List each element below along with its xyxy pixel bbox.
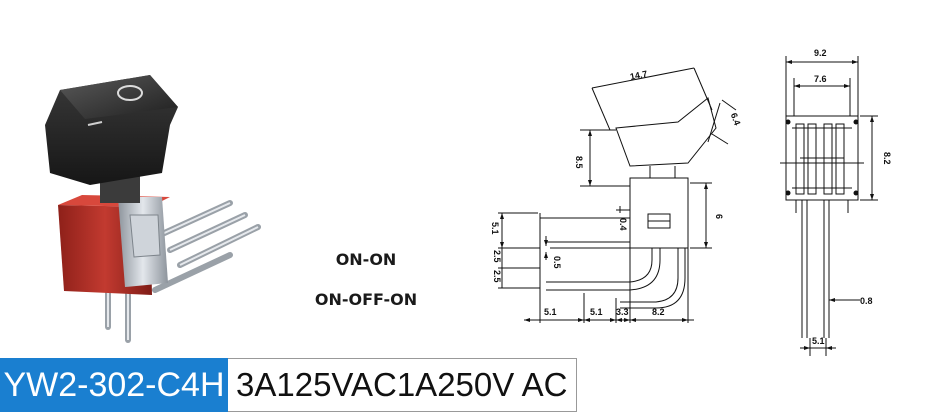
dim-label: 6 (714, 214, 724, 219)
dim-label: 0.5 (552, 256, 562, 269)
product-photo (30, 55, 270, 345)
dim-label: 6.4 (729, 112, 743, 127)
dim-label: 2.5 (492, 270, 502, 283)
product-label-bar: YW2-302-C4H 3A125VAC1A250V AC (0, 358, 577, 412)
rocker-switch-illustration (45, 75, 261, 343)
off-symbol-icon (87, 121, 103, 126)
dim-label: 5.1 (812, 336, 825, 346)
dim-label: 3.3 (616, 307, 629, 317)
side-actuator-outline (615, 97, 717, 167)
technical-drawing: 14.7 6.4 8.5 6 0.4 5.1 2.5 0.5 2.5 5.1 5… (480, 38, 900, 368)
dim-label: 9.2 (814, 48, 827, 58)
dim-label: 7.6 (814, 74, 827, 84)
dim-label: 2.5 (492, 250, 502, 263)
dim-label: 8.5 (574, 156, 584, 169)
mode-label: ON-OFF-ON (314, 290, 418, 309)
dim-label: 14.7 (629, 69, 648, 82)
on-symbol-icon (117, 85, 143, 101)
model-number: YW2-302-C4H (0, 358, 228, 412)
dim-label: 5.1 (544, 307, 557, 317)
dim-label: 5.1 (490, 222, 500, 235)
dim-label: 5.1 (590, 307, 603, 317)
front-view (780, 56, 878, 356)
mode-label: ON-ON (335, 250, 397, 269)
dim-label: 8.2 (882, 152, 892, 165)
dim-label: 0.8 (860, 296, 873, 306)
dimension-drawing-svg: 14.7 6.4 8.5 6 0.4 5.1 2.5 0.5 2.5 5.1 5… (490, 48, 892, 356)
side-body-outline (629, 177, 689, 249)
electrical-rating: 3A125VAC1A250V AC (228, 358, 577, 412)
dim-label: 0.4 (618, 218, 628, 231)
switch-modes: ON-ON ON-OFF-ON (296, 248, 436, 328)
dim-label: 8.2 (652, 307, 665, 317)
